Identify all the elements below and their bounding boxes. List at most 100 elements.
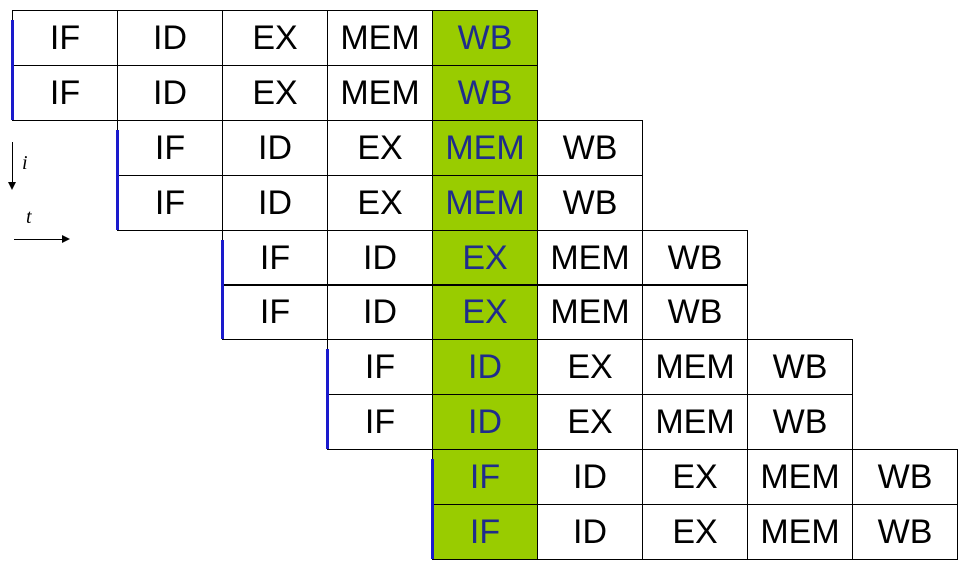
stage-cell-wb: WB — [432, 10, 538, 66]
stage-label: IF — [154, 128, 186, 167]
stage-label: EX — [357, 128, 403, 167]
stage-cell-ex: EX — [537, 339, 643, 396]
issue-group-marker — [326, 349, 329, 450]
stage-label: EX — [462, 293, 508, 332]
stage-cell-wb: WB — [537, 119, 643, 176]
stage-cell-ex: EX — [222, 64, 328, 121]
stage-label: WB — [667, 293, 723, 332]
stage-label: MEM — [445, 183, 525, 222]
stage-label: ID — [258, 128, 292, 167]
stage-cell-ex: EX — [327, 119, 433, 176]
stage-cell-id: ID — [327, 229, 433, 286]
stage-label: WB — [772, 348, 828, 387]
stage-cell-id: ID — [432, 394, 538, 451]
stage-label: EX — [252, 18, 298, 57]
stage-cell-if: IF — [327, 339, 433, 396]
stage-label: MEM — [340, 73, 420, 112]
stage-cell-mem: MEM — [432, 119, 538, 176]
stage-label: IF — [154, 183, 186, 222]
stage-label: IF — [259, 238, 291, 277]
stage-label: EX — [567, 403, 613, 442]
instruction-axis-label: i — [22, 152, 28, 174]
stage-cell-wb: WB — [852, 504, 958, 560]
stage-cell-wb: WB — [747, 339, 853, 396]
stage-cell-mem: MEM — [642, 394, 748, 451]
stage-cell-ex: EX — [642, 504, 748, 560]
stage-cell-wb: WB — [432, 64, 538, 121]
issue-group-marker — [221, 239, 224, 340]
stage-label: ID — [468, 348, 502, 387]
stage-label: MEM — [445, 128, 525, 167]
stage-cell-if: IF — [117, 174, 223, 231]
stage-cell-id: ID — [537, 449, 643, 506]
stage-label: ID — [153, 18, 187, 57]
stage-cell-if: IF — [117, 119, 223, 176]
instruction-axis-arrowhead — [8, 182, 16, 190]
stage-cell-wb: WB — [642, 229, 748, 286]
stage-cell-id: ID — [222, 119, 328, 176]
stage-label: WB — [562, 128, 618, 167]
stage-cell-wb: WB — [642, 284, 748, 341]
stage-label: IF — [49, 73, 81, 112]
issue-group-marker — [431, 459, 434, 559]
stage-label: IF — [469, 458, 501, 497]
stage-label: MEM — [550, 293, 630, 332]
stage-label: MEM — [655, 403, 735, 442]
stage-label: IF — [364, 348, 396, 387]
stage-label: WB — [457, 73, 513, 112]
stage-cell-wb: WB — [747, 394, 853, 451]
stage-cell-if: IF — [222, 229, 328, 286]
stage-cell-if: IF — [12, 64, 118, 121]
stage-label: WB — [667, 238, 723, 277]
stage-cell-mem: MEM — [747, 449, 853, 506]
issue-group-marker — [11, 20, 14, 120]
time-axis-label: t — [26, 206, 32, 228]
stage-label: ID — [468, 403, 502, 442]
stage-label: WB — [877, 513, 933, 552]
time-axis-arrowhead — [62, 235, 70, 243]
stage-label: MEM — [655, 348, 735, 387]
stage-label: MEM — [760, 513, 840, 552]
issue-group-marker — [116, 129, 119, 230]
stage-cell-mem: MEM — [642, 339, 748, 396]
stage-label: IF — [259, 293, 291, 332]
stage-label: MEM — [340, 18, 420, 57]
instruction-axis-line — [12, 142, 13, 186]
stage-cell-id: ID — [432, 339, 538, 396]
stage-cell-mem: MEM — [747, 504, 853, 560]
stage-label: EX — [672, 458, 718, 497]
stage-label: WB — [562, 183, 618, 222]
stage-cell-ex: EX — [327, 174, 433, 231]
stage-label: ID — [363, 238, 397, 277]
stage-label: EX — [672, 513, 718, 552]
stage-label: EX — [252, 73, 298, 112]
stage-cell-if: IF — [432, 449, 538, 506]
stage-label: WB — [772, 403, 828, 442]
stage-cell-if: IF — [222, 284, 328, 341]
stage-label: ID — [573, 513, 607, 552]
stage-cell-wb: WB — [537, 174, 643, 231]
stage-cell-if: IF — [432, 504, 538, 560]
stage-cell-id: ID — [117, 10, 223, 66]
stage-cell-ex: EX — [222, 10, 328, 66]
stage-label: MEM — [760, 458, 840, 497]
stage-label: EX — [567, 348, 613, 387]
stage-cell-id: ID — [222, 174, 328, 231]
stage-label: WB — [457, 18, 513, 57]
stage-cell-ex: EX — [642, 449, 748, 506]
stage-label: MEM — [550, 238, 630, 277]
stage-cell-ex: EX — [537, 394, 643, 451]
stage-label: IF — [469, 513, 501, 552]
stage-cell-id: ID — [327, 284, 433, 341]
stage-cell-mem: MEM — [537, 284, 643, 341]
time-axis-line — [14, 239, 64, 240]
stage-cell-ex: EX — [432, 229, 538, 286]
stage-label: ID — [573, 458, 607, 497]
stage-label: WB — [877, 458, 933, 497]
stage-cell-if: IF — [327, 394, 433, 451]
stage-cell-mem: MEM — [537, 229, 643, 286]
stage-label: ID — [363, 293, 397, 332]
stage-cell-mem: MEM — [432, 174, 538, 231]
stage-cell-id: ID — [117, 64, 223, 121]
